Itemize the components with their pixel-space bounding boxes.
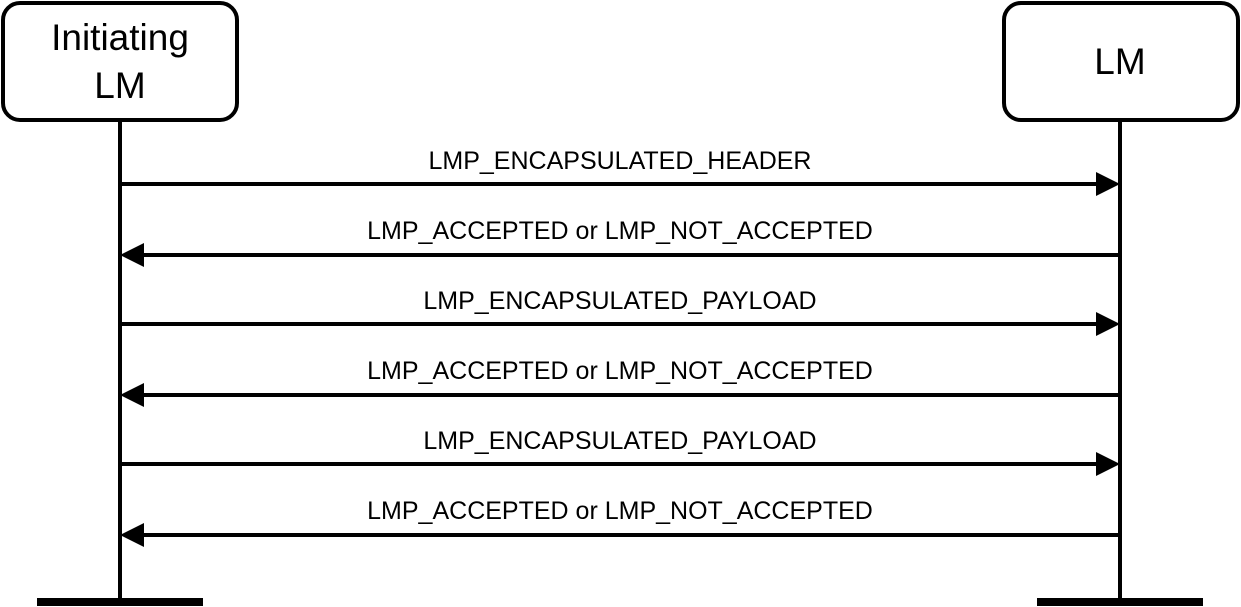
message-label: LMP_ENCAPSULATED_HEADER: [429, 147, 812, 175]
arrowhead-right-icon: [1096, 452, 1120, 476]
message-2: LMP_ACCEPTED or LMP_NOT_ACCEPTED: [120, 217, 1120, 267]
message-label: LMP_ENCAPSULATED_PAYLOAD: [423, 427, 816, 455]
arrowhead-right-icon: [1096, 312, 1120, 336]
arrowhead-right-icon: [1096, 172, 1120, 196]
participant-label-line-1: LM: [1094, 41, 1145, 82]
arrowhead-left-icon: [120, 383, 144, 407]
message-label: LMP_ACCEPTED or LMP_NOT_ACCEPTED: [367, 357, 873, 385]
message-label: LMP_ACCEPTED or LMP_NOT_ACCEPTED: [367, 497, 873, 525]
message-4: LMP_ACCEPTED or LMP_NOT_ACCEPTED: [120, 357, 1120, 407]
message-6: LMP_ACCEPTED or LMP_NOT_ACCEPTED: [120, 497, 1120, 547]
message-1: LMP_ENCAPSULATED_HEADER: [120, 147, 1120, 196]
participant-label-line-1: Initiating: [51, 17, 189, 58]
participant-box: [1002, 1, 1240, 122]
participant-lm: LM: [1002, 1, 1240, 122]
message-label: LMP_ENCAPSULATED_PAYLOAD: [423, 287, 816, 315]
participant-box: [1, 1, 239, 122]
message-label: LMP_ACCEPTED or LMP_NOT_ACCEPTED: [367, 217, 873, 245]
message-5: LMP_ENCAPSULATED_PAYLOAD: [120, 427, 1120, 476]
arrowhead-left-icon: [120, 243, 144, 267]
participant-label-line-2: LM: [94, 65, 145, 106]
message-3: LMP_ENCAPSULATED_PAYLOAD: [120, 287, 1120, 336]
participant-initiating-lm: Initiating LM: [1, 1, 239, 122]
arrowhead-left-icon: [120, 523, 144, 547]
